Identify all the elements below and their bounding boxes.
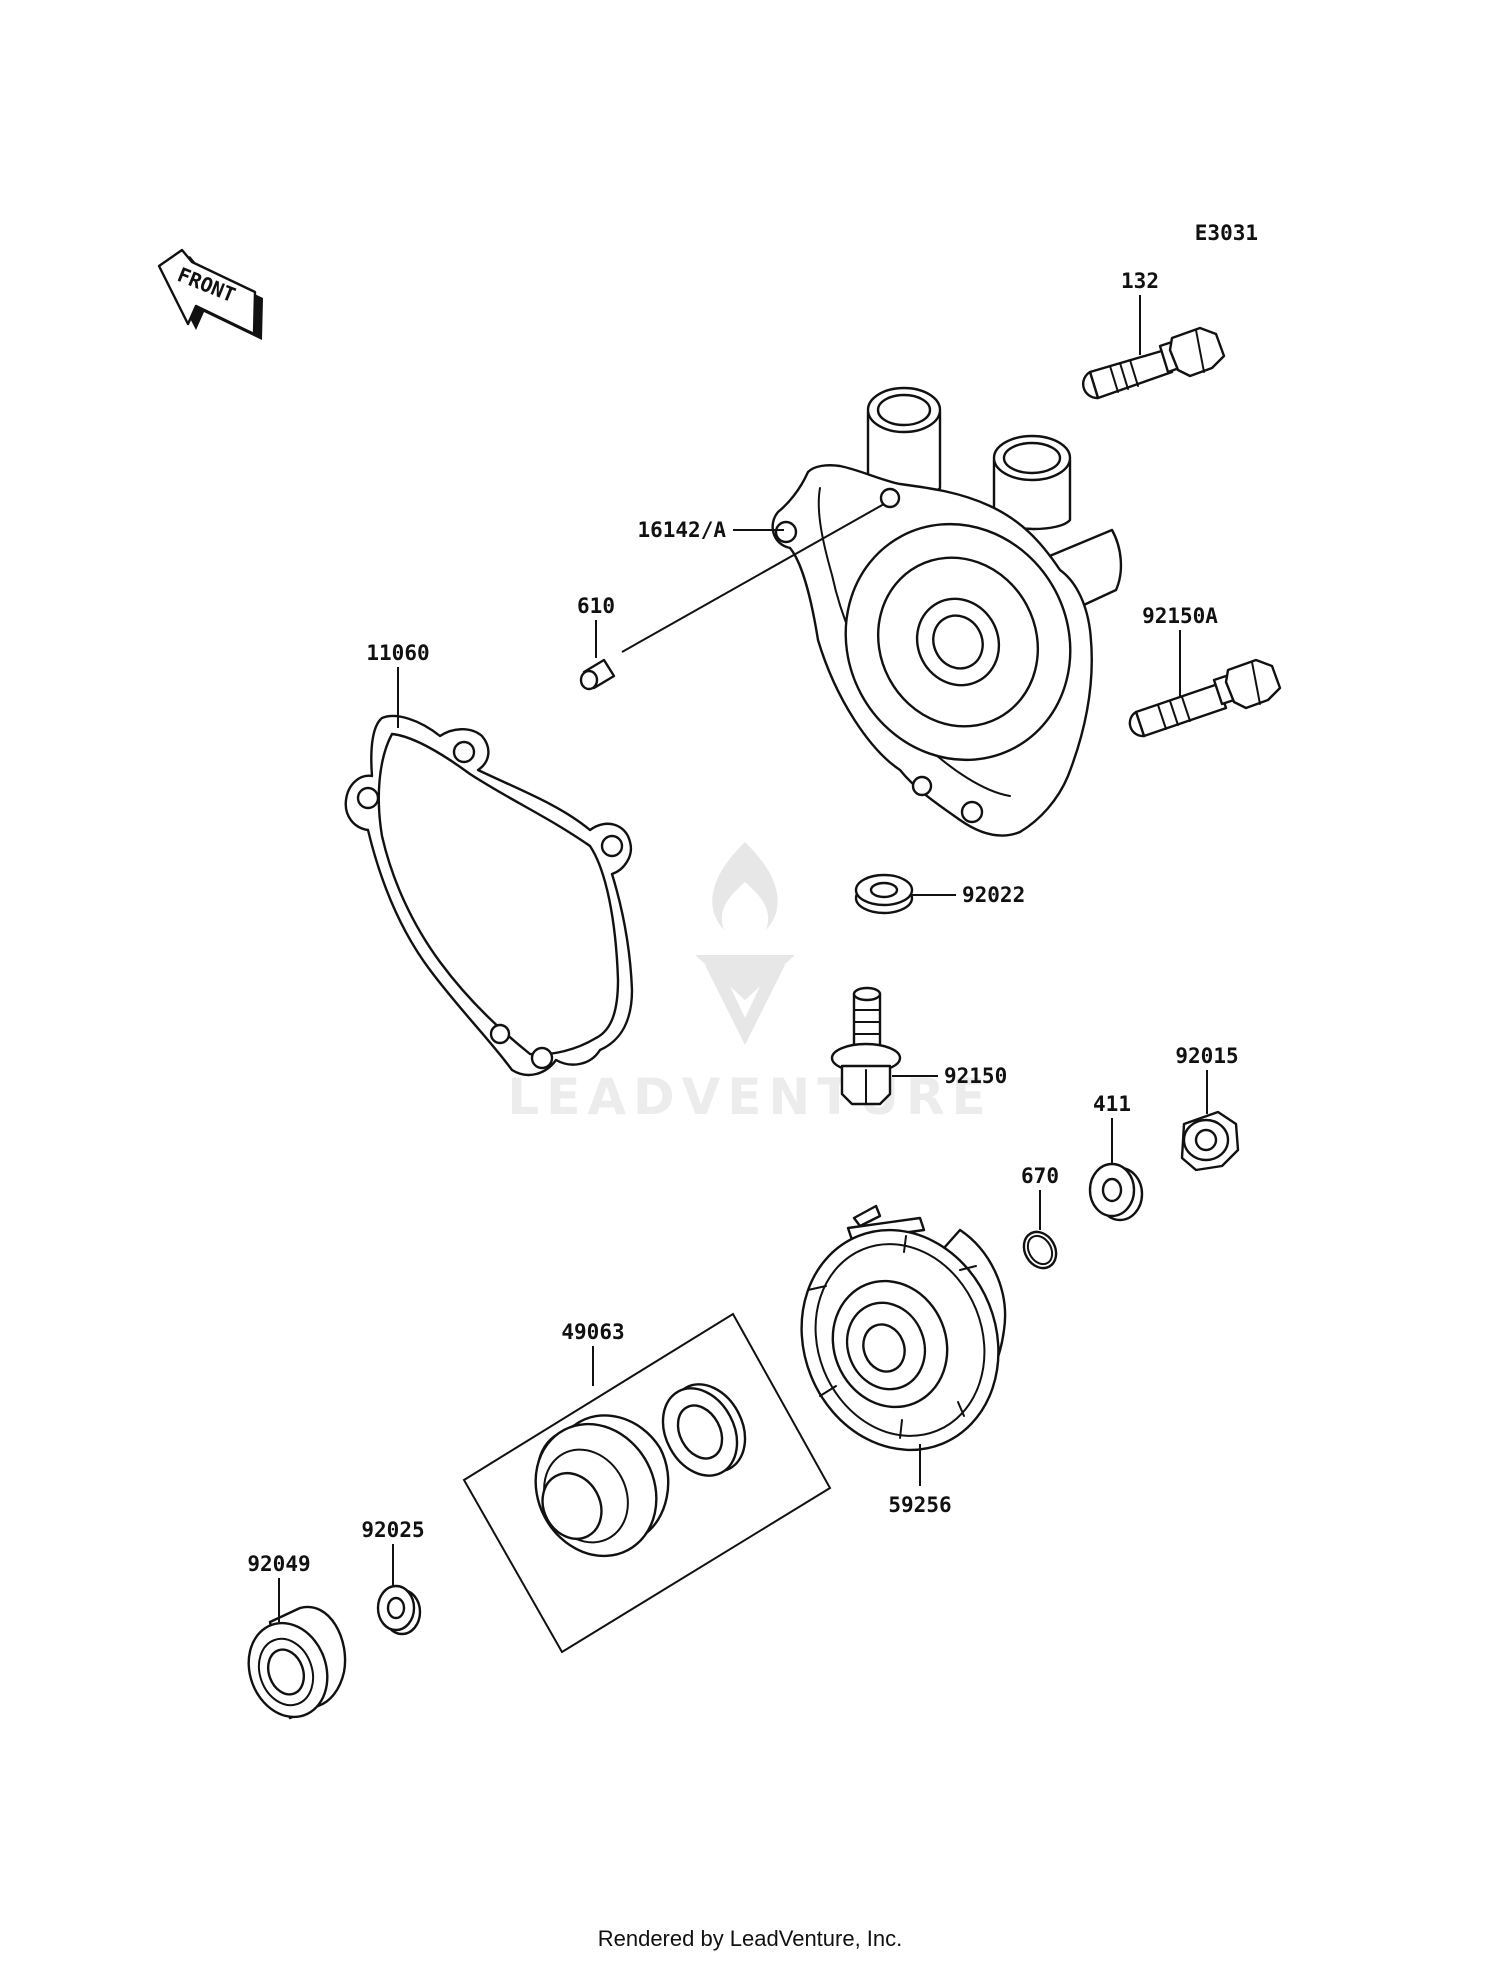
label-92049: 92049 — [247, 1552, 310, 1576]
bolt-132 — [1082, 295, 1226, 400]
label-16142a: 16142/A — [637, 518, 726, 542]
watermark-text: LEADVENTURE — [507, 1068, 992, 1126]
label-92025: 92025 — [361, 1518, 424, 1542]
label-92150: 92150 — [944, 1064, 1007, 1088]
label-132: 132 — [1121, 269, 1159, 293]
label-59256: 59256 — [888, 1493, 951, 1517]
dowel-pin-610 — [579, 503, 885, 691]
oil-seal-92049 — [247, 1578, 347, 1720]
bolt-92150 — [830, 986, 938, 1106]
diagram-code: E3031 — [1195, 221, 1258, 245]
watermark-logo — [695, 842, 795, 1045]
o-ring-670 — [1022, 1190, 1058, 1270]
seal-kit-49063 — [462, 1312, 832, 1654]
label-11060: 11060 — [366, 641, 429, 665]
label-92015: 92015 — [1175, 1044, 1238, 1068]
label-411: 411 — [1093, 1092, 1131, 1116]
impeller-59256 — [800, 1204, 1007, 1486]
washer-92022 — [854, 873, 956, 915]
bolt-92150a — [1128, 630, 1282, 738]
pump-cover-16142a — [733, 386, 1123, 837]
label-49063: 49063 — [561, 1320, 624, 1344]
label-92022: 92022 — [962, 883, 1025, 907]
washer-92025 — [376, 1544, 422, 1636]
nut-92015 — [1180, 1070, 1240, 1172]
gasket-11060 — [344, 667, 634, 1077]
label-610: 610 — [577, 594, 615, 618]
footer-credit: Rendered by LeadVenture, Inc. — [597, 1926, 903, 1951]
label-670: 670 — [1021, 1164, 1059, 1188]
washer-411 — [1088, 1118, 1144, 1222]
front-arrow-icon: FRONT — [157, 248, 263, 340]
label-92150a: 92150A — [1142, 604, 1218, 628]
kit-frame — [462, 1312, 832, 1654]
